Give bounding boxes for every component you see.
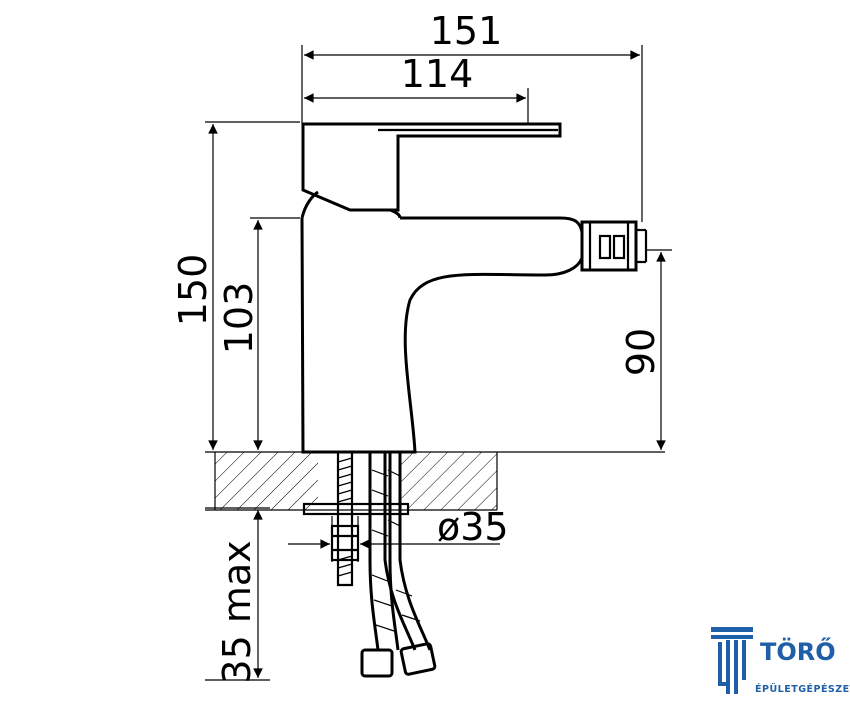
aerator-swivel — [580, 220, 648, 272]
countertop-hatching — [205, 451, 665, 511]
dimension-lines — [208, 50, 666, 678]
dim-hole-diameter: ø35 — [437, 505, 509, 549]
dim-body-height: 103 — [217, 282, 261, 355]
extension-lines — [205, 45, 672, 681]
dim-spout-height: 90 — [619, 328, 663, 376]
brand-name: TÖRŐ — [760, 636, 836, 666]
lever-handle — [301, 122, 562, 212]
dim-spout-length: 114 — [401, 52, 474, 96]
dim-overall-length: 151 — [430, 9, 503, 53]
mounting-hardware — [302, 452, 437, 678]
brand-logo: TÖRŐ ÉPÜLETGÉPÉSZET — [711, 627, 850, 695]
brand-tagline: ÉPÜLETGÉPÉSZET — [755, 683, 850, 695]
faucet-body — [300, 190, 584, 454]
brand-logo-mark — [711, 627, 753, 694]
dim-max-deck-thickness: 35 max — [215, 540, 259, 683]
dim-total-height: 150 — [171, 254, 215, 327]
